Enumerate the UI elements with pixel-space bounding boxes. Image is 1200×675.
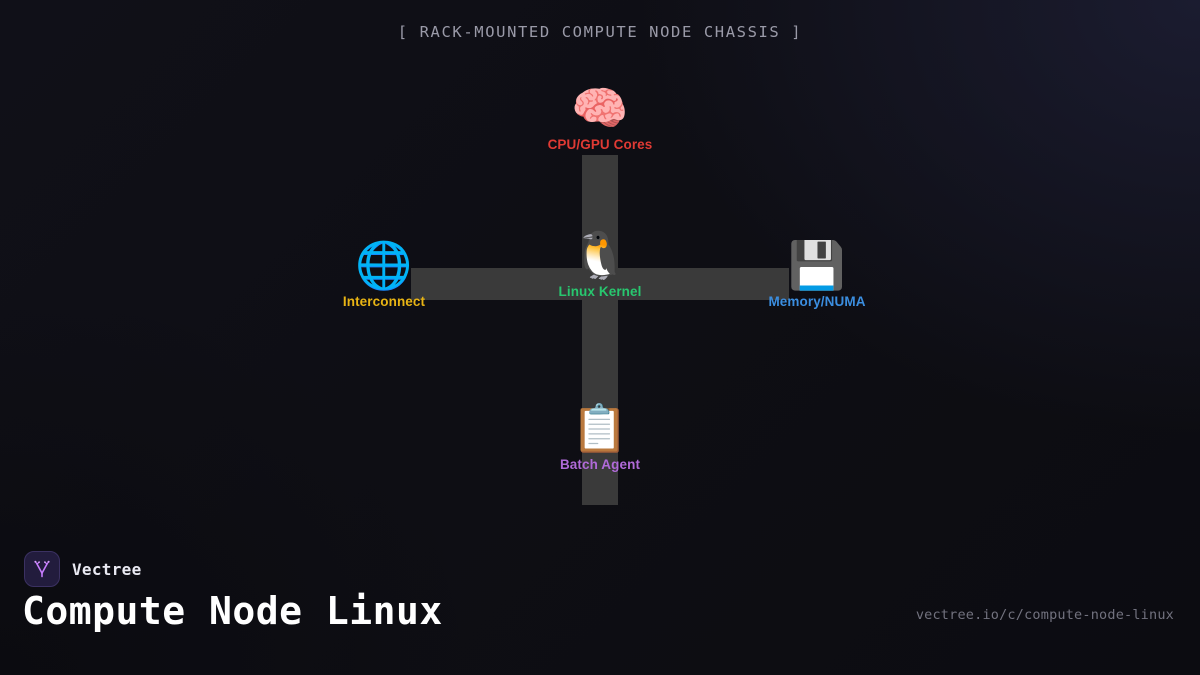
globe-with-meridians-icon: 🌐 (355, 238, 413, 292)
node-linux-kernel-label: Linux Kernel (558, 284, 642, 299)
footer-url: vectree.io/c/compute-node-linux (915, 607, 1174, 623)
node-cpu-gpu-cores[interactable]: 🧠 CPU/GPU Cores (500, 85, 700, 152)
clipboard-icon: 📋 (571, 401, 629, 455)
brain-icon: 🧠 (571, 81, 629, 135)
connector-vertical (582, 155, 618, 505)
footer: Vectree Compute Node Linux vectree.io/c/… (0, 545, 1200, 675)
chassis-caption: [ RACK-MOUNTED COMPUTE NODE CHASSIS ] (397, 23, 803, 41)
brand-row[interactable]: Vectree (24, 551, 142, 587)
node-memory-numa[interactable]: 💾 Memory/NUMA (717, 242, 917, 309)
brand-name: Vectree (72, 559, 142, 579)
penguin-icon: 🐧 (571, 228, 629, 282)
node-memory-numa-label: Memory/NUMA (768, 294, 866, 309)
node-linux-kernel[interactable]: 🐧 Linux Kernel (500, 232, 700, 299)
floppy-disk-icon: 💾 (788, 238, 846, 292)
node-interconnect-label: Interconnect (342, 294, 426, 309)
node-topology-diagram: 🧠 CPU/GPU Cores 🐧 Linux Kernel 🌐 Interco… (0, 60, 1200, 520)
node-interconnect[interactable]: 🌐 Interconnect (284, 242, 484, 309)
node-batch-agent-label: Batch Agent (559, 457, 641, 472)
node-batch-agent[interactable]: 📋 Batch Agent (500, 405, 700, 472)
connector-horizontal (411, 268, 789, 300)
node-cpu-gpu-cores-label: CPU/GPU Cores (547, 137, 653, 152)
page-title: Compute Node Linux (22, 589, 443, 633)
vectree-logo-icon (24, 551, 60, 587)
